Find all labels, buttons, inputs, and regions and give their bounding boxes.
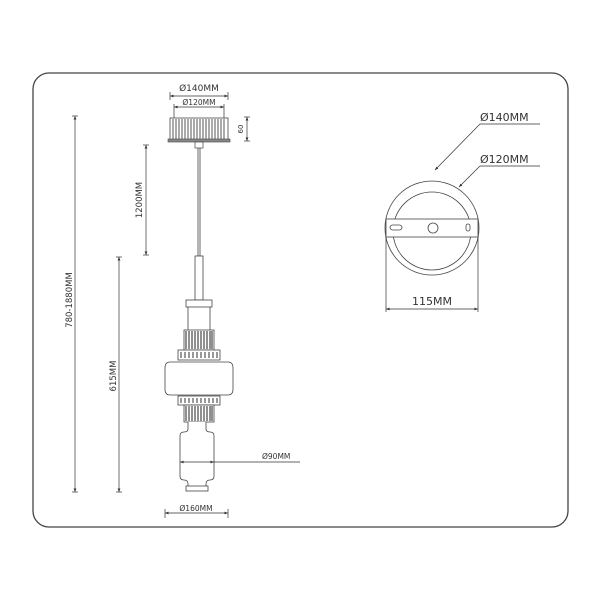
canopy-inner-diameter-label: Ø120MM <box>182 98 215 107</box>
total-height-label: 780-1880MM <box>65 272 75 328</box>
top-inner-diameter-label: Ø120MM <box>480 153 529 166</box>
body-height-label: 615MM <box>109 361 119 392</box>
bracket-width-label: 115MM <box>412 295 452 308</box>
drawing-frame <box>32 72 569 528</box>
canopy-side-view <box>167 117 231 149</box>
canopy-dimensions <box>169 92 250 142</box>
canopy-height-label: 60 <box>237 125 245 134</box>
top-outer-diameter-label: Ø140MM <box>480 111 529 124</box>
body-height-dimension <box>116 256 122 493</box>
glass-diameter-label: Ø90MM <box>262 452 290 461</box>
cord-and-tube <box>185 148 213 330</box>
cord-length-label: 1200MM <box>135 182 145 218</box>
disc-diameter-dimension <box>164 509 229 518</box>
total-height-dimension <box>72 115 78 493</box>
disc-diameter-label: Ø160MM <box>179 504 212 513</box>
canopy-top-view <box>384 180 480 276</box>
pendant-body <box>164 329 234 492</box>
top-view-dimensions <box>385 123 540 312</box>
cord-length-dimension <box>143 144 149 256</box>
canopy-outer-diameter-label: Ø140MM <box>179 83 219 94</box>
